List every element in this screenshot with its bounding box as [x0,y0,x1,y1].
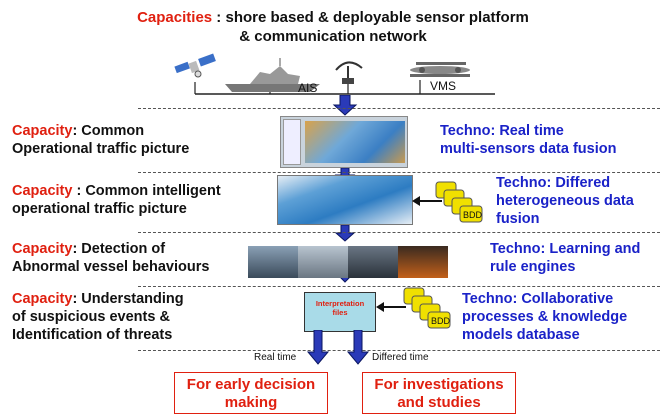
separator-3 [138,232,660,233]
separator-2 [138,172,660,173]
interpretation-files-label: Interpretation files [315,299,365,317]
output-text: For early decision [186,376,316,393]
capacity-text: operational traffic picture [12,201,187,217]
database-stack-icon: BDD [435,181,483,223]
capacity-label: Capacity [12,291,73,307]
techno-row-4: Techno: Collaborative processes & knowle… [462,290,627,344]
output-investigations: For investigations and studies [362,372,516,414]
separator-4 [138,286,660,287]
capacity-label: Capacity [12,123,73,139]
techno-text: Techno: Collaborative [462,291,614,307]
vessel-photo [298,246,348,278]
radar-antenna-icon [335,61,363,84]
svg-text:BDD: BDD [463,210,483,220]
real-time-label: Real time [254,352,297,363]
output-text: For investigations [374,376,504,393]
header-title-line2: & communication network [239,28,427,45]
database-stack-icon: BDD [403,287,451,329]
techno-text: Techno: Learning and [490,241,641,257]
capacity-text: of suspicious events & [12,309,170,325]
patrol-aircraft-icon [410,62,470,77]
db-to-map-arrow [412,196,442,206]
header-title-rest: : shore based & deployable sensor platfo… [212,9,529,26]
capacity-row-3: Capacity: Detection of Abnormal vessel b… [12,240,209,276]
capacity-label: Capacity [12,241,73,257]
db-to-doc-arrow [376,302,406,312]
output-early-decision: For early decision making [174,372,328,414]
capacity-text: : Understanding [72,291,184,307]
interpretation-files-document: Interpretation files [304,292,376,332]
techno-row-2: Techno: Differed heterogeneous data fusi… [496,174,634,228]
capacity-text: Operational traffic picture [12,141,190,157]
header-title-prefix: Capacities [137,9,213,26]
techno-text: Techno: Differed [496,175,611,191]
capacity-row-1: Capacity: Common Operational traffic pic… [12,122,189,158]
techno-row-1: Techno: Real time multi-sensors data fus… [440,122,616,158]
satellite-icon [174,53,216,78]
capacity-text: : Common [72,123,145,139]
svg-text:BDD: BDD [431,316,451,326]
differed-time-label: Differed time [372,352,429,363]
techno-text: heterogeneous data [496,193,634,209]
capacity-text: Identification of threats [12,327,173,343]
warship-icon [225,58,320,92]
traffic-picture-screenshot [280,116,408,168]
capacity-row-4: Capacity: Understanding of suspicious ev… [12,290,184,344]
sensor-platforms-illustration: AIS VMS [174,53,495,95]
capacity-label: Capacity [12,183,73,199]
techno-text: processes & knowledge [462,309,628,325]
techno-text: models database [462,327,580,343]
output-text: making [224,394,278,411]
techno-text: rule engines [490,259,576,275]
vessel-photos-strip [248,246,448,278]
capacity-text: : Common intelligent [72,183,221,199]
vessel-photo [398,246,448,278]
techno-text: multi-sensors data fusion [440,141,617,157]
mediterranean-map [277,175,413,225]
capacity-row-2: Capacity : Common intelligent operationa… [12,182,221,218]
header-title: Capacities : shore based & deployable se… [0,8,666,46]
output-flow-arrows [306,330,370,365]
vms-label: VMS [430,79,456,93]
separator-1 [138,108,660,109]
capacity-text: Abnormal vessel behaviours [12,259,210,275]
separator-5 [138,350,660,351]
vessel-photo [348,246,398,278]
vessel-photo [248,246,298,278]
techno-text: Techno: Real time [440,123,564,139]
techno-row-3: Techno: Learning and rule engines [490,240,640,276]
output-text: and studies [397,394,481,411]
ais-label: AIS [298,81,317,95]
techno-text: fusion [496,211,540,227]
capacity-text: : Detection of [72,241,166,257]
